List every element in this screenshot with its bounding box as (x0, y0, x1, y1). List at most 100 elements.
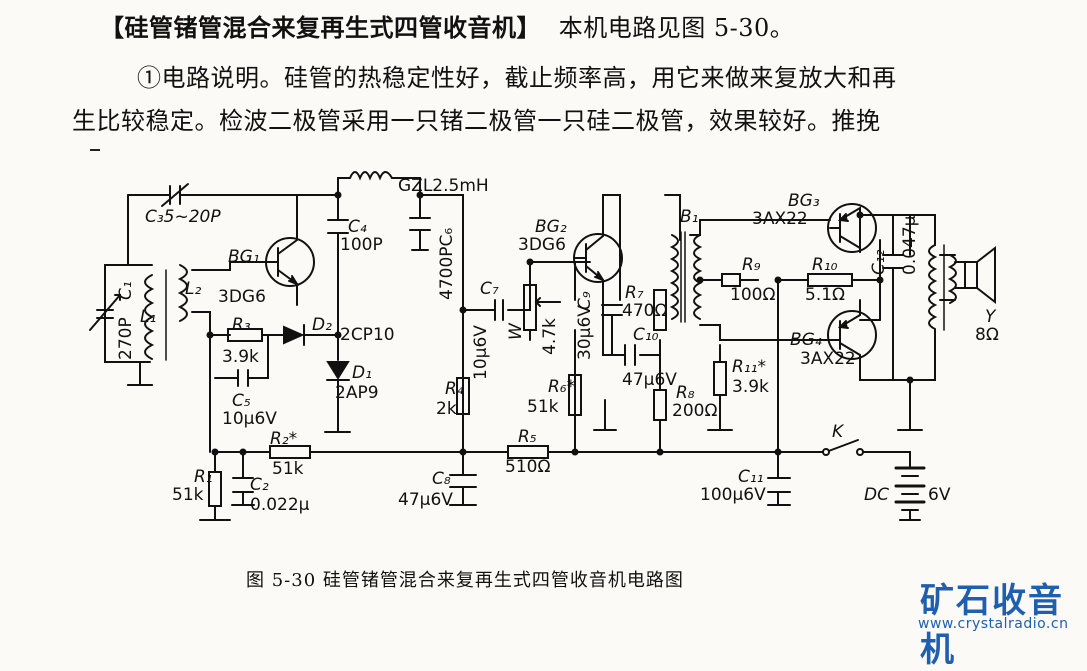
label-c4-value: 100P (340, 235, 383, 255)
label-c12: C₁₂ (869, 249, 889, 275)
label-bg4-type: 3AX22 (800, 349, 856, 369)
transistor-bg4 (827, 309, 877, 366)
label-c6: 4700PC₆ (437, 228, 457, 300)
label-r10-value: 5.1Ω (805, 285, 845, 305)
speaker-y (954, 245, 996, 305)
capacitor-c2 (232, 477, 254, 493)
resistor-r6 (568, 374, 582, 416)
label-d2: D₂ (312, 315, 332, 335)
label-l2: L₂ (185, 279, 201, 299)
ground-symbols (127, 384, 923, 521)
capacitor-c6 (409, 194, 431, 251)
label-r6: R₆* (548, 377, 575, 397)
capacitor-c8 (449, 474, 477, 488)
label-r7-value: 470Ω (622, 301, 667, 321)
label-c1-value: 270P (116, 317, 136, 360)
label-c11: C₁₁ (738, 467, 764, 487)
resistor-r9 (721, 273, 759, 287)
heading-line: 【硅管锗管混合来复再生式四管收音机】 本机电路见图 5-30。 (100, 8, 1087, 43)
capacitor-c10 (624, 344, 636, 366)
label-c3: C₃5~20P (145, 207, 221, 227)
choke-gzl (349, 171, 393, 181)
label-c7: C₇ (480, 279, 499, 299)
label-bg4: BG₄ (790, 330, 822, 350)
resistor-r10 (807, 273, 853, 287)
label-k: K (832, 422, 845, 442)
label-r11: R₁₁* (732, 357, 766, 377)
capacitor-c9 (601, 304, 623, 316)
label-l1: L₁ (140, 307, 156, 327)
label-b1: B₁ (680, 207, 698, 227)
label-c4: C₄ (348, 217, 367, 237)
label-bg3-type: 3AX22 (752, 209, 808, 229)
label-r11-value: 3.9k (732, 377, 769, 397)
label-bg1-type: 3DG6 (218, 287, 266, 307)
label-w: W (506, 322, 526, 340)
resistor-r5 (507, 445, 549, 459)
transistor-bg2 (573, 229, 623, 286)
potentiometer-w (523, 284, 561, 331)
label-c10: C₁₀ (633, 325, 659, 345)
label-d1-type: 2AP9 (335, 383, 379, 403)
capacitor-c4 (327, 219, 349, 234)
label-c5-value: 10μ6V (222, 409, 277, 429)
resistor-r3 (227, 328, 263, 342)
capacitor-c7 (494, 299, 504, 321)
transistor-bg1 (261, 229, 315, 291)
label-w-value: 4.7k (540, 318, 560, 355)
output-transformer (928, 244, 957, 331)
paragraph-line-1: ①电路说明。硅管的热稳定性好，截止频率高，用它来做来复放大和再 (137, 64, 897, 92)
label-r8-value: 200Ω (672, 401, 717, 421)
label-y: Y (985, 307, 997, 327)
resistor-r1 (208, 471, 222, 507)
coil-l1 (144, 274, 155, 360)
label-r9-value: 100Ω (730, 285, 775, 305)
resistor-r4 (456, 377, 470, 415)
diode-d1 (326, 361, 350, 381)
label-c8-value: 47μ6V (398, 490, 453, 510)
coil-l2 (165, 264, 188, 361)
resistor-r2 (269, 445, 311, 459)
label-r8: R₈ (676, 383, 695, 403)
figure-caption: 图 5-30 硅管锗管混合来复再生式四管收音机电路图 (246, 570, 684, 591)
label-c7-value: 10μ6V (471, 325, 491, 380)
label-r10: R₁₀ (812, 255, 838, 275)
label-c1: C₁ (116, 281, 136, 300)
label-r4: R₄ (445, 379, 464, 399)
label-r3: R₃ (232, 315, 251, 335)
resistor-r8 (653, 389, 667, 421)
figure-reference: 本机电路见图 5-30。 (558, 14, 795, 42)
text-fragment-dash (90, 149, 100, 151)
label-dc-value: 6V (928, 485, 951, 505)
resistor-r11 (713, 361, 727, 396)
label-r6-value: 51k (527, 397, 559, 417)
label-d2-type: 2CP10 (340, 325, 395, 345)
label-c2-value: 0.022μ (250, 495, 310, 515)
transformer-b1 (669, 231, 703, 323)
label-c5: C₅ (232, 391, 251, 411)
transistor-bg3 (827, 203, 877, 253)
capacitor-c11 (767, 477, 791, 493)
battery-dc (894, 466, 926, 511)
label-c9: C₉ (575, 291, 595, 310)
label-d1: D₁ (352, 363, 372, 383)
label-c2: C₂ (250, 475, 269, 495)
paragraph-line-2: 生比较稳定。检波二极管采用一只锗二极管一只硅二极管，效果较好。推挽 (72, 107, 881, 135)
watermark-url: www.crystalradio.cn (918, 616, 1069, 632)
junction-dots (206, 191, 914, 456)
label-c10-value: 47μ6V (622, 370, 677, 390)
label-r2-value: 51k (272, 459, 304, 479)
label-gzl: GZL2.5mH (398, 176, 489, 196)
label-r5-value: 510Ω (505, 457, 550, 477)
label-bg2: BG₂ (535, 217, 567, 237)
label-r2: R₂* (270, 429, 297, 449)
label-r1-value: 51k (172, 485, 204, 505)
capacitor-c12 (882, 254, 904, 269)
label-dc: DC (864, 485, 889, 505)
label-c12-value: 0.047μ (900, 215, 920, 275)
capacitor-c5 (237, 369, 259, 387)
label-bg3: BG₃ (788, 191, 820, 211)
section-heading: 【硅管锗管混合来复再生式四管收音机】 (100, 13, 541, 42)
switch-k (822, 448, 864, 456)
resistor-r7 (653, 289, 667, 331)
